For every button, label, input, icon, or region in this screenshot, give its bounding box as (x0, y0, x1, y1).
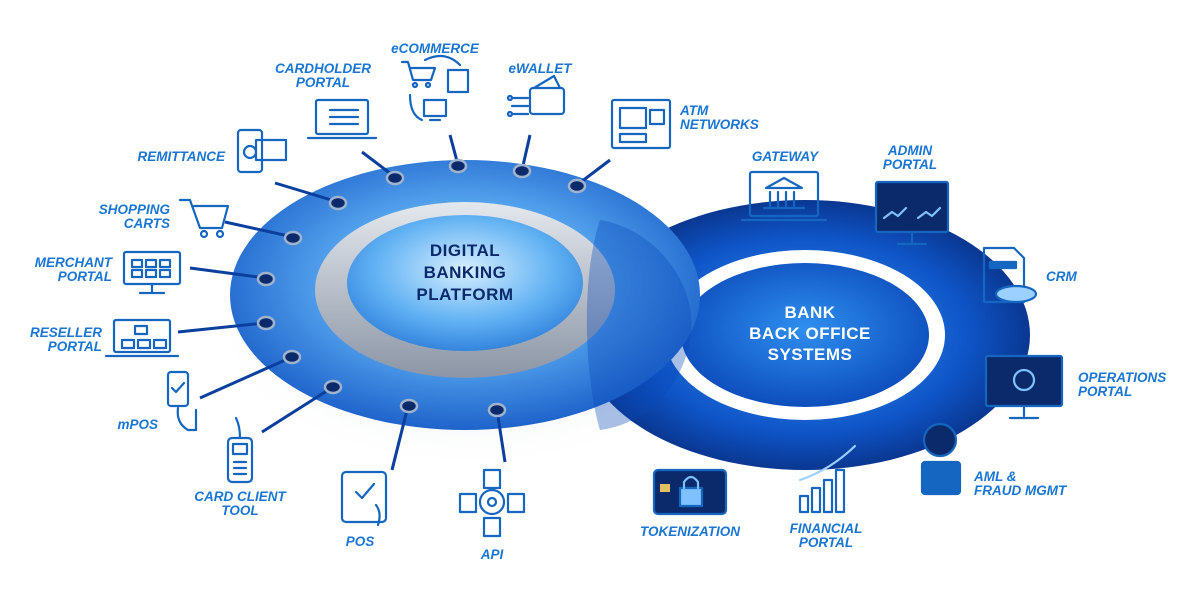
shopping-cart-icon (178, 198, 230, 239)
label-remittance: REMITTANCE (137, 149, 226, 164)
label-gateway: GATEWAY (751, 149, 819, 164)
label-api: API (480, 547, 504, 562)
platform-line2: BANKING (423, 263, 507, 282)
dashboard-monitor-icon (874, 180, 950, 246)
label-ecommerce: eCOMMERCE (391, 41, 479, 56)
hand-phone-icon (166, 370, 198, 432)
crm-document-icon (982, 246, 1038, 304)
platform-line1: DIGITAL (429, 241, 501, 260)
overlap-region (586, 220, 692, 430)
label-mpos: mPOS (117, 417, 158, 432)
cart-cycle-icon (400, 54, 470, 122)
gear-network-icon (458, 468, 526, 538)
laptop-list-icon (306, 98, 378, 140)
wallet-icon (506, 74, 566, 118)
connector-dots (256, 158, 587, 418)
monitor-grid-icon (122, 250, 182, 295)
connectors (177, 134, 611, 471)
backoffice-line3: SYSTEMS (767, 345, 853, 364)
label-crm: CRM (1046, 269, 1077, 284)
backoffice-title: BANK BACK OFFICE SYSTEMS (735, 302, 885, 365)
backoffice-line1: BANK (784, 303, 836, 322)
atm-icon (610, 98, 672, 150)
platform-title: DIGITAL BANKING PLATFORM (395, 240, 535, 306)
hacker-icon (920, 422, 962, 496)
growth-chart-icon (798, 444, 857, 514)
digital-banking-ring (230, 160, 700, 430)
label-tokenization: TOKENIZATION (640, 524, 740, 539)
laptop-org-icon (104, 318, 180, 358)
phone-money-icon (236, 128, 288, 174)
label-aml-fraud: AML &FRAUD MGMT (974, 469, 1067, 498)
card-lock-icon (652, 468, 728, 516)
label-pos: POS (345, 534, 375, 549)
operations-monitor-icon (984, 354, 1064, 420)
tablet-check-icon (340, 470, 388, 527)
backoffice-line2: BACK OFFICE (749, 324, 871, 343)
bank-laptop-icon (740, 170, 828, 222)
card-terminal-icon (226, 416, 254, 484)
platform-line3: PLATFORM (416, 285, 514, 304)
label-ewallet: eWALLET (508, 61, 572, 76)
